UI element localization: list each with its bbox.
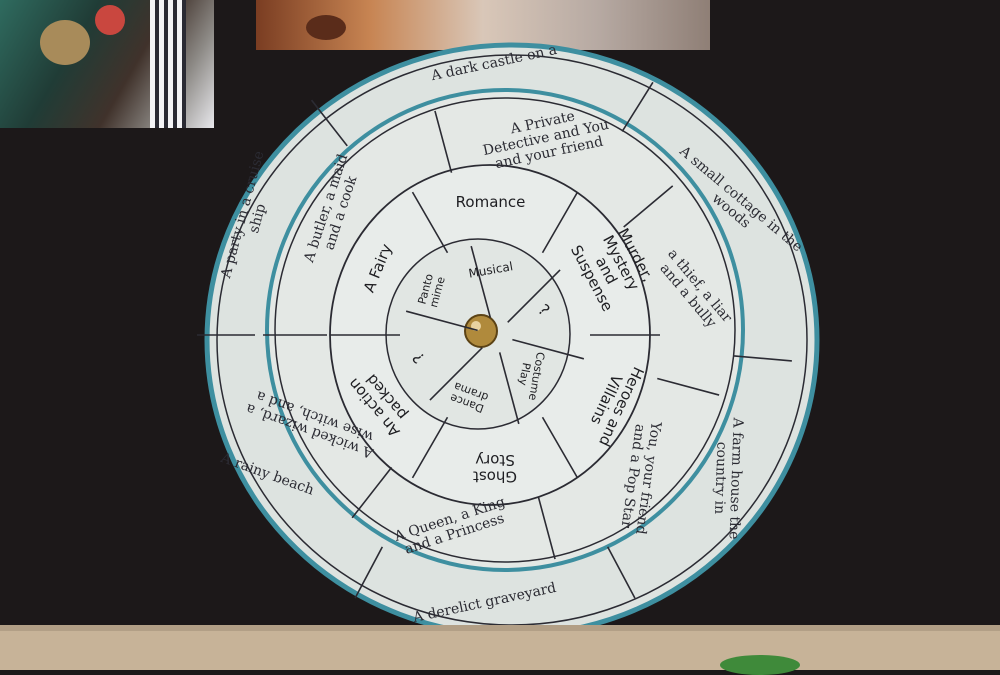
- inner-ring-divider: [541, 191, 579, 254]
- middle-ring-divider: [657, 377, 720, 396]
- center-pin[interactable]: [464, 314, 498, 348]
- outer-ring-divider: [621, 81, 654, 132]
- center-divider: [512, 338, 585, 360]
- middle-ring-divider: [434, 110, 453, 173]
- center-form-label: CostumePlay: [514, 349, 547, 402]
- outer-ring-divider: [734, 355, 792, 362]
- inner-ring-divider: [411, 191, 449, 254]
- middle-character-label: A PrivateDetective and Youand your frien…: [478, 102, 613, 174]
- middle-disc-border: [274, 97, 736, 563]
- center-divider: [498, 352, 520, 425]
- center-divider: [429, 347, 483, 401]
- center-divider: [405, 310, 478, 332]
- inner-genre-label: Romance: [456, 193, 526, 211]
- top-photo: [256, 0, 710, 50]
- inner-ring-divider: [541, 416, 579, 479]
- photo-detail: [95, 5, 125, 35]
- photo-detail: [306, 15, 346, 40]
- outer-ring-divider: [310, 99, 348, 147]
- inner-ring-divider: [411, 416, 449, 479]
- outer-setting-label: A farm house thecountry in: [710, 416, 746, 540]
- inner-genre-label: GhostStory: [473, 451, 517, 486]
- paper-strip: [0, 625, 1000, 670]
- middle-ring-divider: [623, 185, 674, 228]
- ring-dividers: [197, 81, 792, 599]
- photo-detail: [40, 20, 90, 65]
- center-divider: [470, 245, 492, 318]
- center-divider: [507, 269, 561, 323]
- paper-torn-edge: [0, 625, 1000, 631]
- photo-striped-shirt: [150, 0, 186, 128]
- middle-ring-divider: [537, 497, 556, 560]
- middle-ring-divider: [351, 466, 393, 519]
- outer-ring-divider: [354, 546, 384, 599]
- outer-ring-divider: [606, 546, 636, 599]
- corner-photo: [0, 0, 214, 128]
- green-leaf: [720, 655, 800, 675]
